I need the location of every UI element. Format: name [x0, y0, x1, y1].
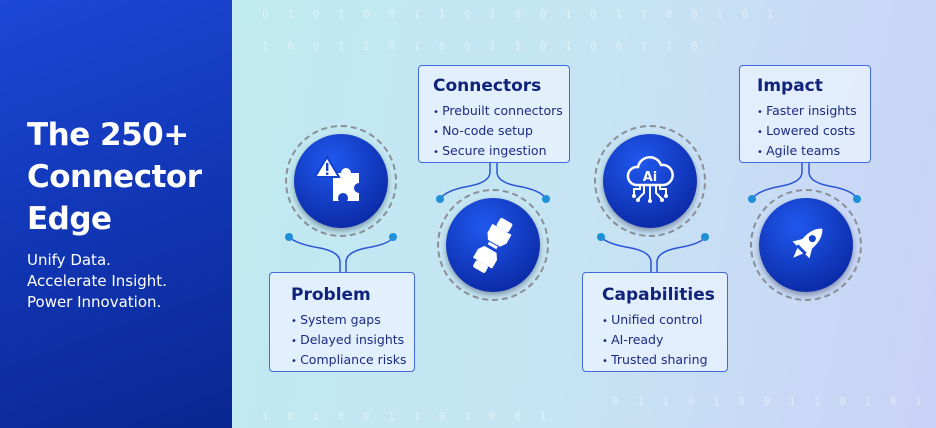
- title-line: Connector: [27, 159, 202, 195]
- binary-decoration: 0 1 0 1 0 0 1 1 0 1 0 0 1 0 1 1 0 0 1 0 …: [262, 8, 780, 21]
- connectors-circle: [437, 189, 549, 301]
- list-item: No-code setup: [433, 122, 569, 142]
- headline-title: The 250+ Connector Edge: [27, 114, 202, 240]
- impact-card: Impact Faster insightsLowered costsAgile…: [739, 65, 871, 163]
- headline-subtitle: Unify Data. Accelerate Insight. Power In…: [27, 250, 167, 313]
- headline-panel: The 250+ Connector Edge Unify Data. Acce…: [0, 0, 232, 428]
- list-item: Agile teams: [757, 142, 870, 162]
- subtitle-line: Accelerate Insight.: [27, 272, 167, 290]
- list-item: Lowered costs: [757, 122, 870, 142]
- title-line: Edge: [27, 201, 112, 237]
- capabilities-circle: Ai: [594, 125, 706, 237]
- connector-dot: [436, 195, 444, 203]
- list-item: System gaps: [291, 311, 414, 331]
- list-item: Delayed insights: [291, 331, 414, 351]
- list-item: Faster insights: [757, 102, 870, 122]
- card-title: Problem: [291, 285, 371, 305]
- plug-connector-icon: [472, 217, 513, 273]
- capabilities-card: Capabilities Unified controlAI-readyTrus…: [582, 272, 728, 372]
- impact-circle: [750, 189, 862, 301]
- connector-dot: [853, 195, 861, 203]
- list-item: Trusted sharing: [602, 351, 727, 371]
- rocket-icon: [792, 228, 823, 259]
- subtitle-line: Power Innovation.: [27, 293, 162, 311]
- card-title: Capabilities: [602, 285, 715, 305]
- list-item: Compliance risks: [291, 351, 414, 371]
- problem-circle: [285, 125, 397, 237]
- ai-cloud-icon: Ai: [626, 156, 674, 203]
- list-item: Prebuilt connectors: [433, 102, 569, 122]
- connector-dot: [542, 195, 550, 203]
- subtitle-line: Unify Data.: [27, 251, 111, 269]
- connector-dot: [701, 233, 709, 241]
- card-title: Impact: [757, 76, 823, 96]
- list-item: Secure ingestion: [433, 142, 569, 162]
- list-item: Unified control: [602, 311, 727, 331]
- binary-decoration: 1 0 1 0 0 1 1 0 1 0 0 1: [262, 410, 553, 423]
- connector-dot: [597, 233, 605, 241]
- connectors-card: Connectors Prebuilt connectorsNo-code se…: [418, 65, 570, 163]
- title-line: The 250+: [27, 117, 189, 153]
- connector-dot: [285, 233, 293, 241]
- card-title: Connectors: [433, 76, 542, 96]
- problem-card: Problem System gapsDelayed insightsCompl…: [269, 272, 415, 372]
- connector-dot: [748, 195, 756, 203]
- connector-dot: [389, 233, 397, 241]
- list-item: AI-ready: [602, 331, 727, 351]
- binary-decoration: 1 0 0 1 1 0 1 0 0 1 1 0 1 0 0 1 1 0: [262, 40, 704, 53]
- ai-label: Ai: [643, 170, 658, 185]
- warning-puzzle-icon: [315, 155, 359, 201]
- binary-decoration: 0 1 1 0 1 0 0 1 1 0 1 0 1 1 0 0 1: [612, 395, 936, 408]
